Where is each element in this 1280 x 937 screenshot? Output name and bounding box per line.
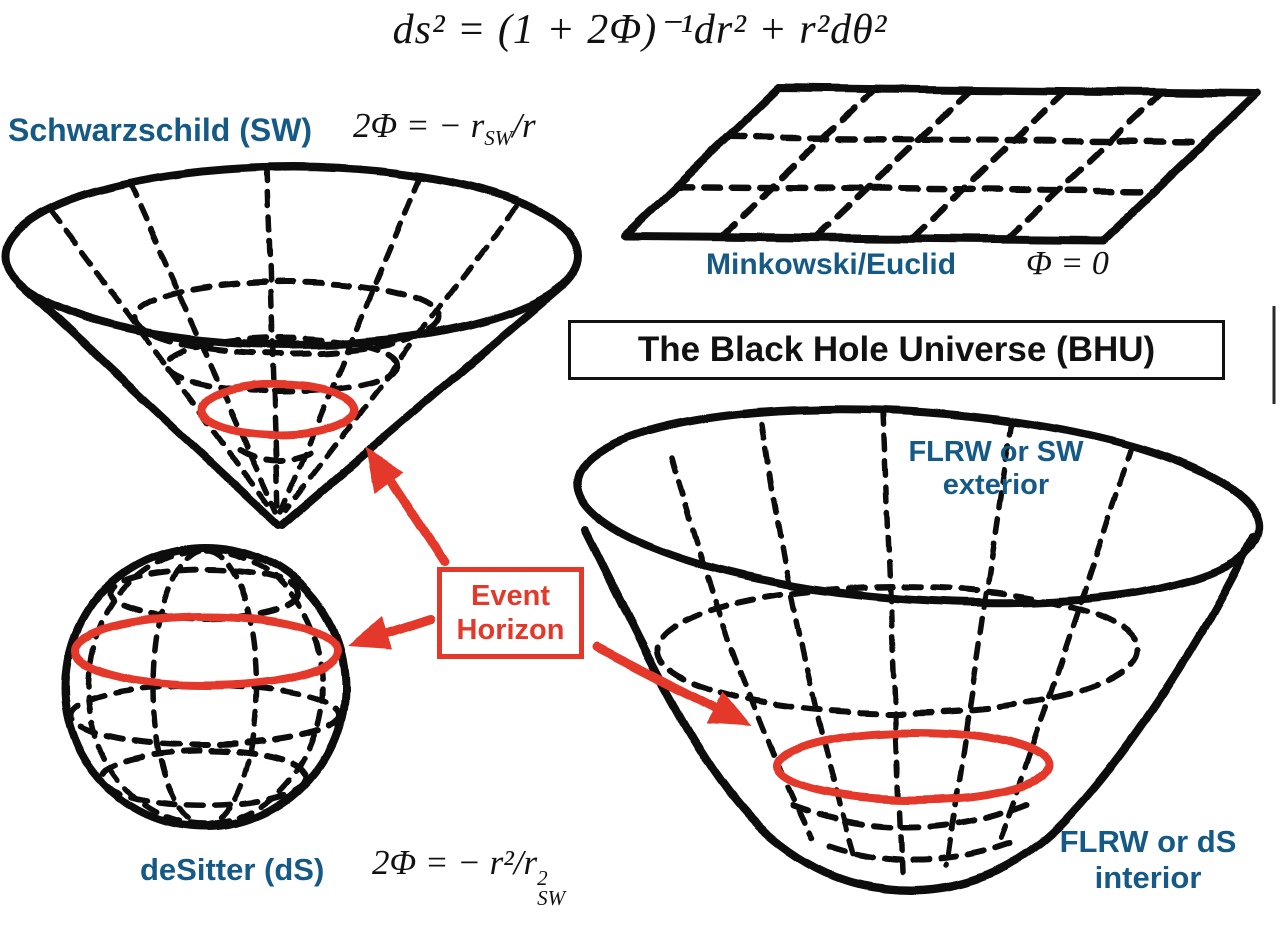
schwarzschild-funnel: [2, 163, 582, 529]
event-horizon-line1: Event: [471, 580, 550, 612]
desitter-formula-sup: 2: [537, 865, 548, 890]
event-horizon-ring-desitter: [71, 613, 341, 689]
arrow-to-desitter: [347, 614, 435, 649]
flrw-exterior-line2: exterior: [942, 469, 1050, 501]
event-horizon-line2: Horizon: [456, 614, 565, 646]
arrow-to-schwarzschild: [365, 448, 450, 567]
schwarzschild-formula: 2Φ = − rSW/r: [353, 106, 536, 151]
arrow-to-bhu: [592, 642, 752, 727]
minkowski-formula: Φ = 0: [1026, 245, 1109, 282]
event-horizon-box: Event Horizon: [437, 567, 584, 659]
schwarzschild-label: Schwarzschild (SW): [8, 112, 313, 148]
schwarzschild-formula-sub: SW: [484, 125, 513, 150]
flrw-interior-label: FLRW or dS interior: [1028, 824, 1268, 896]
schwarzschild-formula-body: 2Φ = − r: [353, 106, 485, 145]
metric-formula: ds² = (1 + 2Φ)⁻¹dr² + r²dθ²: [392, 7, 888, 53]
schwarzschild-formula-tail: /r: [512, 106, 536, 145]
desitter-sphere: [61, 543, 349, 831]
event-horizon-arrows: [347, 448, 752, 727]
title-box: The Black Hole Universe (BHU): [568, 320, 1225, 380]
minkowski-label: Minkowski/Euclid: [706, 248, 957, 281]
event-horizon-ring-bhu: [773, 728, 1053, 804]
desitter-label: deSitter (dS): [140, 852, 325, 887]
minkowski-grid: [621, 84, 1261, 244]
event-horizon-ring-schwarzschild: [198, 381, 358, 439]
flrw-interior-line1: FLRW or dS: [1059, 824, 1237, 859]
flrw-interior-line2: interior: [1094, 860, 1202, 895]
desitter-formula-body: 2Φ = − r²/r: [372, 843, 538, 882]
desitter-formula-sub: SW: [537, 885, 566, 910]
page-title: The Black Hole Universe (BHU): [637, 330, 1156, 369]
flrw-exterior-line1: FLRW or SW: [908, 436, 1084, 468]
bhu-funnel: [572, 405, 1264, 894]
flrw-exterior-label: FLRW or SW exterior: [866, 436, 1126, 502]
